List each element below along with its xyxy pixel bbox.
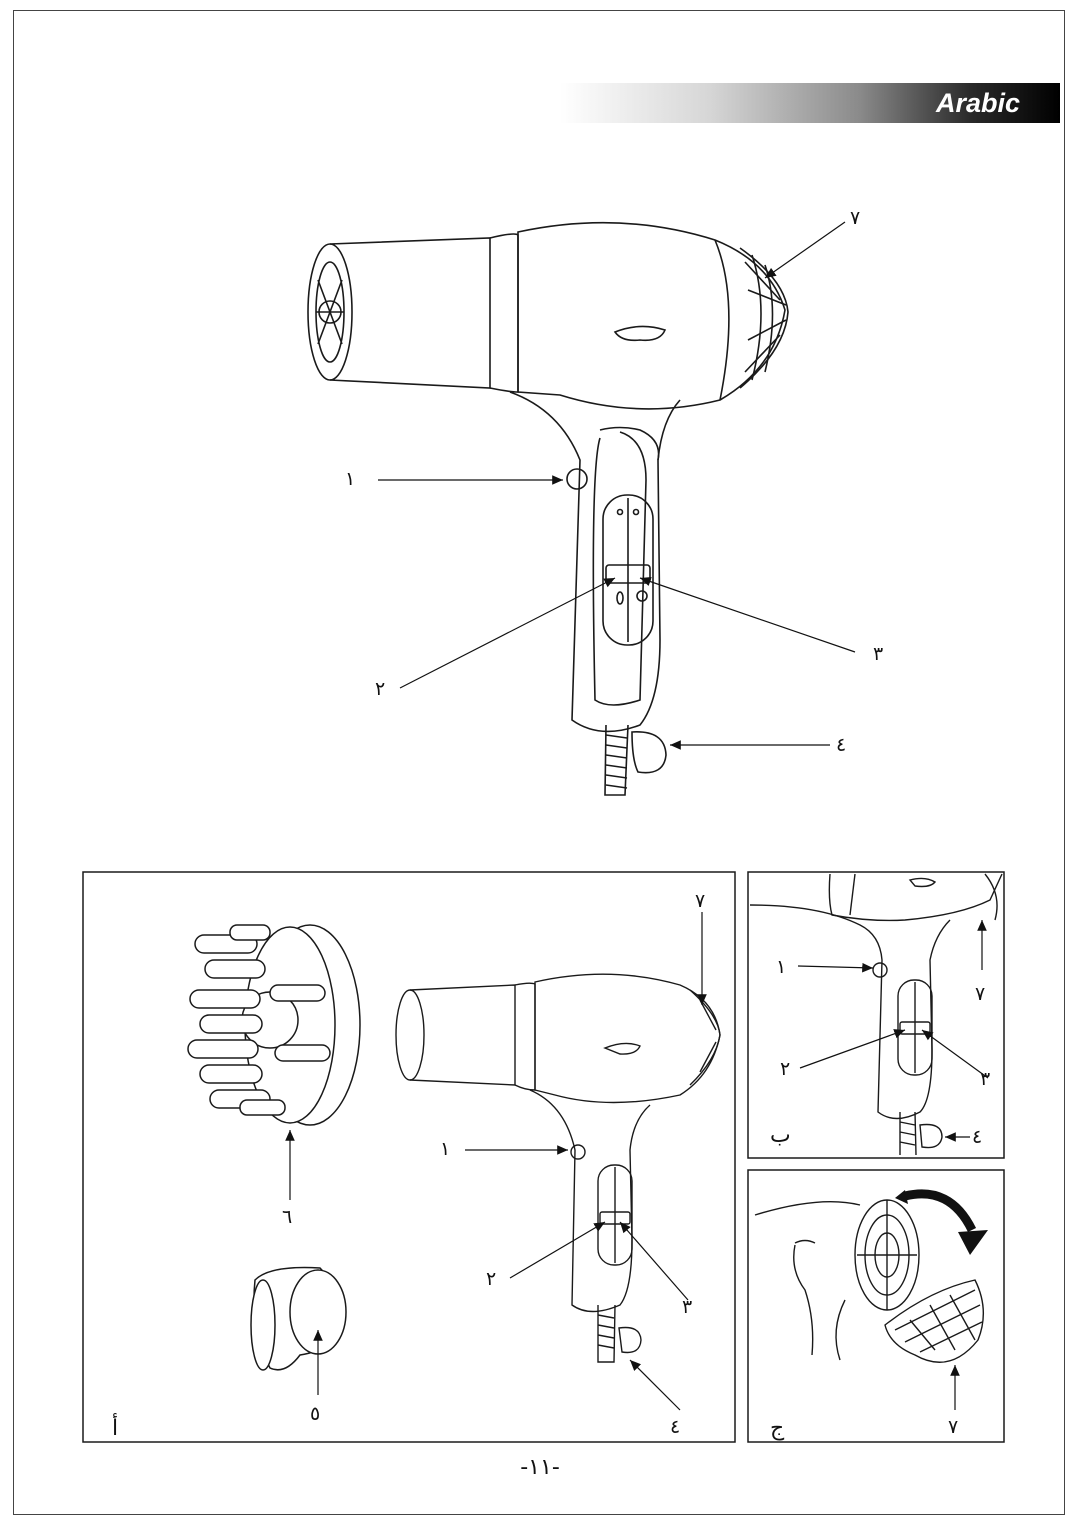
main-callout-3: ٣ bbox=[873, 643, 884, 665]
panel-a-callout-1: ١ bbox=[440, 1138, 451, 1160]
rotate-arrow-icon bbox=[895, 1189, 988, 1255]
panel-a-letter: أ bbox=[112, 1416, 119, 1441]
panel-a-callout-7: ٧ bbox=[695, 890, 706, 912]
panel-b-callout-1: ١ bbox=[776, 956, 787, 978]
panel-c-letter: ج bbox=[770, 1416, 785, 1441]
main-leader-lines bbox=[378, 221, 856, 750]
language-header-bar bbox=[560, 83, 1060, 123]
panel-b-callout-7: ٧ bbox=[975, 983, 986, 1005]
main-callout-1: ١ bbox=[345, 468, 356, 490]
panel-a-callout-4: ٤ bbox=[670, 1416, 681, 1438]
page-border bbox=[13, 10, 1065, 1515]
panel-b-frame bbox=[747, 871, 1005, 1159]
panel-b-letter: ب bbox=[770, 1123, 791, 1148]
main-hair-dryer-icon bbox=[307, 221, 789, 796]
panel-b-leader-lines bbox=[797, 920, 989, 1142]
main-callout-7: ٧ bbox=[850, 207, 861, 229]
concentrator-nozzle-icon bbox=[250, 1266, 347, 1371]
panel-b-callout-3: ٣ bbox=[980, 1068, 991, 1090]
panel-c-rear-filter-icon bbox=[754, 1199, 984, 1363]
page-number: -١١- bbox=[520, 1455, 560, 1480]
main-callout-4: ٤ bbox=[836, 734, 847, 756]
panel-a-callout-3: ٣ bbox=[682, 1296, 693, 1318]
language-label: Arabic bbox=[935, 88, 1020, 118]
panel-a-callout-2: ٢ bbox=[486, 1268, 497, 1290]
diffuser-icon bbox=[187, 924, 361, 1126]
panel-a-callout-5: ٥ bbox=[310, 1403, 321, 1425]
panel-b-callout-2: ٢ bbox=[780, 1058, 791, 1080]
panel-a-leader-lines bbox=[285, 912, 707, 1411]
panel-b-hair-dryer-icon bbox=[749, 873, 1003, 1156]
panel-c-frame bbox=[747, 1169, 1005, 1443]
panel-a-hair-dryer-icon bbox=[395, 973, 721, 1363]
main-callout-2: ٢ bbox=[375, 678, 386, 700]
panel-c-callout-7: ٧ bbox=[948, 1416, 959, 1438]
panel-a-frame bbox=[82, 871, 736, 1443]
panel-b-callout-4: ٤ bbox=[972, 1126, 983, 1148]
panel-a-callout-6: ٦ bbox=[282, 1206, 293, 1228]
